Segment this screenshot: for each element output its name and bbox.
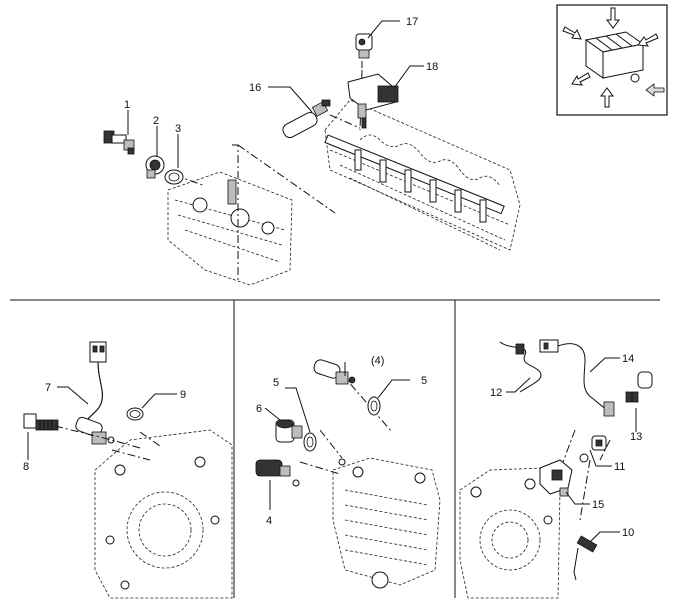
label-3: 3 xyxy=(175,123,181,135)
label-9: 9 xyxy=(180,389,186,401)
label-1: 1 xyxy=(124,99,130,111)
gear-cover-left-panel xyxy=(94,429,233,599)
label-13: 13 xyxy=(630,431,642,443)
orientation-inset xyxy=(556,4,668,116)
callout-lines-bottom-middle xyxy=(264,362,410,510)
view-arrow-lower-left-icon xyxy=(571,72,591,86)
part-16-temperature-sensor xyxy=(282,99,331,139)
label-17: 17 xyxy=(406,16,418,28)
view-arrow-lower-right-grey-icon xyxy=(645,83,665,97)
label-4: 4 xyxy=(266,515,272,527)
engine-front-right-panel xyxy=(459,429,611,599)
callout-lines-top xyxy=(127,20,424,168)
part-3-seal-ring xyxy=(164,169,184,185)
label-12: 12 xyxy=(490,387,502,399)
part-17-pressure-sensor xyxy=(355,33,373,59)
part-12-wiring-harness xyxy=(499,341,542,393)
label-14: 14 xyxy=(622,353,634,365)
view-arrow-right-icon xyxy=(637,33,659,47)
engine-assembly-top xyxy=(167,45,521,286)
callout-lines-bottom-left xyxy=(27,386,177,460)
part-4-pressure-switch-upper xyxy=(313,359,356,385)
label-2: 2 xyxy=(153,115,159,127)
label-18: 18 xyxy=(426,61,438,73)
view-arrow-top-icon xyxy=(606,7,620,29)
part-6-plug xyxy=(275,419,303,443)
view-arrow-bottom-icon xyxy=(600,87,614,108)
label-16: 16 xyxy=(249,82,261,94)
part-2-sensor xyxy=(145,155,165,179)
label-8: 8 xyxy=(23,461,29,473)
part-13-sensor xyxy=(625,371,653,403)
part-5-seal-lower xyxy=(303,432,317,452)
label-5-left: 5 xyxy=(273,377,279,389)
oil-filter-housing-middle-panel xyxy=(299,371,441,589)
label-5-right: 5 xyxy=(421,375,427,387)
view-arrow-left-icon xyxy=(562,26,582,40)
part-4-pressure-switch-lower xyxy=(255,458,346,487)
part-8-sensor xyxy=(23,413,59,431)
part-11-sensor xyxy=(579,435,607,463)
assembly-line-left xyxy=(54,425,141,449)
callout-lines-bottom-right xyxy=(506,357,637,543)
part-10-wire-sensor xyxy=(573,535,598,581)
label-11: 11 xyxy=(614,461,625,473)
part-14-sensor-harness xyxy=(539,339,615,417)
label-4-parenthesized: (4) xyxy=(371,355,384,367)
label-7: 7 xyxy=(45,382,51,394)
label-6: 6 xyxy=(256,403,262,415)
part-7-sensor-with-cable xyxy=(75,341,115,445)
part-9-o-ring xyxy=(126,407,144,421)
label-15: 15 xyxy=(592,499,604,511)
part-18-boost-pressure-sensor xyxy=(347,73,399,129)
manifold-ports xyxy=(354,149,487,223)
part-5-seal-upper xyxy=(367,396,381,416)
part-1-speed-sensor xyxy=(103,130,135,155)
part-15-bracket xyxy=(539,459,573,497)
label-10: 10 xyxy=(622,527,634,539)
